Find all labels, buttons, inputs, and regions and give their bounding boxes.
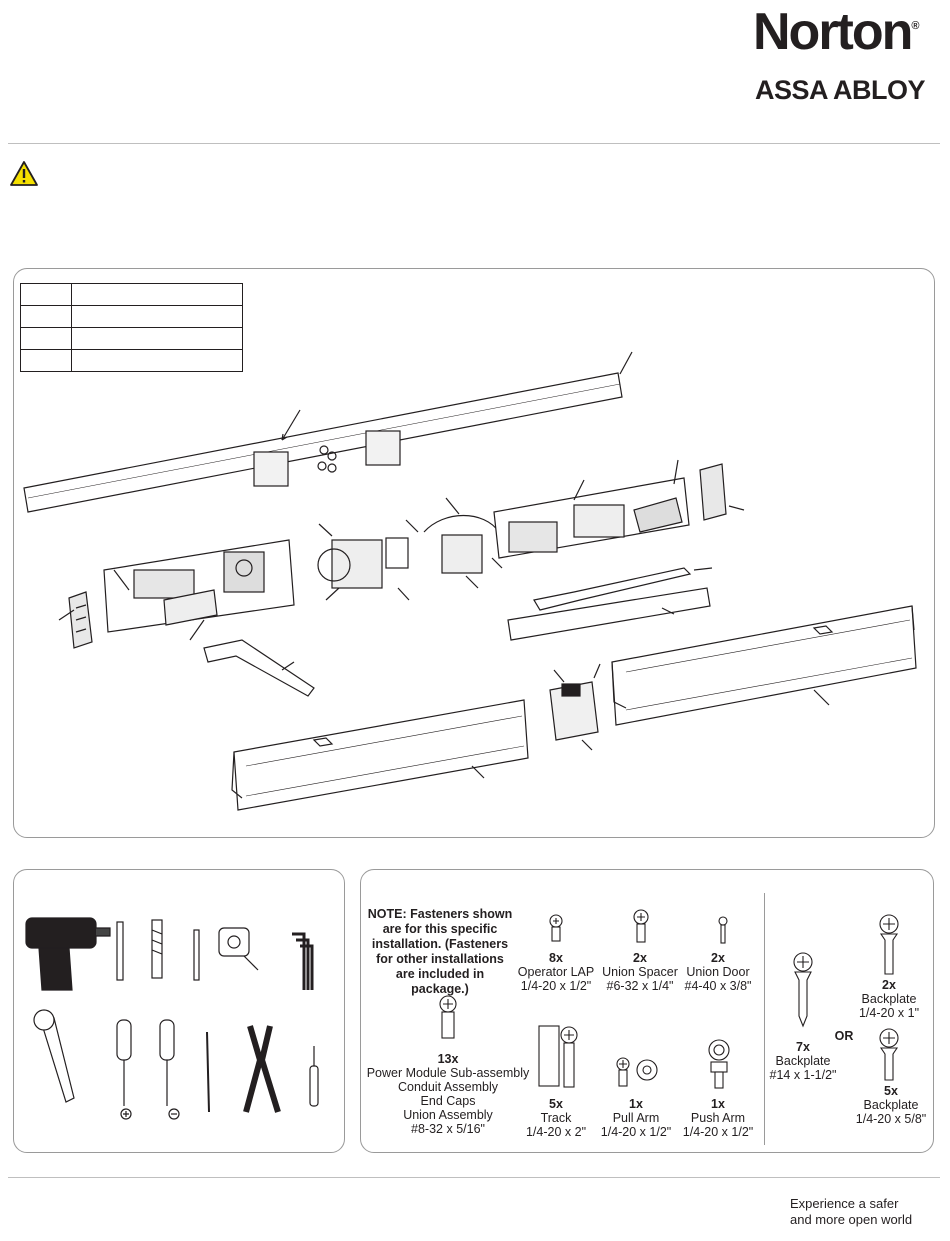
fastener-pull-arm: 1x Pull Arm 1/4-20 x 1/2" bbox=[596, 1097, 676, 1139]
track-bolt-icon bbox=[538, 1025, 578, 1088]
fasteners-note: NOTE: Fasteners shown are for this speci… bbox=[367, 907, 513, 996]
or-label: OR bbox=[834, 1029, 854, 1043]
right-operator-drawing bbox=[493, 477, 690, 559]
fastener-qty: 2x bbox=[711, 951, 725, 965]
fastener-size: #8-32 x 5/16" bbox=[411, 1122, 485, 1136]
left-end-cap-drawing bbox=[68, 591, 93, 649]
fastener-size: 1/4-20 x 1/2" bbox=[600, 1125, 672, 1139]
brand-name: Norton bbox=[753, 3, 913, 61]
screw-power-module-icon bbox=[439, 995, 457, 1039]
fastener-qty: 2x bbox=[882, 978, 896, 992]
fastener-backplate-a: 2x Backplate 1/4-20 x 1" bbox=[854, 978, 924, 1020]
assa-abloy-logo: ASSA ABLOY bbox=[755, 75, 926, 105]
track-drawing bbox=[507, 587, 711, 641]
left-cover-drawing bbox=[231, 699, 529, 811]
fastener-qty: 1x bbox=[711, 1097, 725, 1111]
fastener-size: #6-32 x 1/4" bbox=[606, 979, 674, 993]
drill-icon bbox=[25, 917, 111, 991]
awl-icon bbox=[206, 1031, 210, 1113]
fastener-size: 1/4-20 x 5/8" bbox=[855, 1112, 927, 1126]
flat-screwdriver-icon bbox=[159, 1019, 180, 1120]
registered-mark: ® bbox=[911, 20, 919, 32]
drill-bit-icon bbox=[116, 921, 124, 981]
fastener-label: Backplate bbox=[861, 992, 917, 1006]
fastener-size: 1/4-20 x 2" bbox=[525, 1125, 587, 1139]
fastener-label: Backplate bbox=[863, 1098, 919, 1112]
tap-icon bbox=[151, 919, 163, 979]
fastener-label: Power Module Sub-assembly bbox=[366, 1066, 530, 1080]
pliers-icon bbox=[243, 1025, 281, 1113]
warning-icon bbox=[10, 161, 38, 186]
fastener-qty: 2x bbox=[633, 951, 647, 965]
small-screwdriver-icon bbox=[309, 1046, 319, 1107]
fastener-power-module: 13x Power Module Sub-assembly Conduit As… bbox=[364, 1052, 532, 1136]
fastener-label: Track bbox=[540, 1111, 572, 1125]
backplate-drawing bbox=[23, 372, 623, 513]
fastener-push-arm: 1x Push Arm 1/4-20 x 1/2" bbox=[678, 1097, 758, 1139]
fastener-qty: 1x bbox=[629, 1097, 643, 1111]
header-divider bbox=[8, 143, 940, 144]
fastener-qty: 13x bbox=[437, 1052, 459, 1066]
fastener-size: #14 x 1-1/2" bbox=[769, 1068, 837, 1082]
power-module-drawing bbox=[317, 537, 409, 589]
fastener-union-spacer: 2x Union Spacer #6-32 x 1/4" bbox=[597, 951, 683, 993]
tagline-line: Experience a safer bbox=[790, 1196, 899, 1211]
fastener-qty: 8x bbox=[549, 951, 563, 965]
fastener-label: End Caps bbox=[420, 1094, 476, 1108]
fastener-backplate-b: 7x Backplate #14 x 1-1/2" bbox=[766, 1040, 840, 1082]
wrench-icon bbox=[33, 1009, 75, 1103]
fasteners-drawing bbox=[439, 909, 899, 1089]
screw-operator-lap-icon bbox=[549, 914, 563, 942]
fastener-qty: 5x bbox=[884, 1084, 898, 1098]
screw-union-spacer-icon bbox=[633, 909, 649, 943]
fastener-label: Operator LAP bbox=[517, 965, 595, 979]
pull-arm-screw-icon bbox=[616, 1057, 658, 1087]
backplate-screw-b-icon bbox=[793, 952, 813, 1028]
push-arm-bolt-icon bbox=[708, 1039, 730, 1089]
hex-keys-icon bbox=[292, 932, 314, 990]
screw-union-door-icon bbox=[718, 916, 728, 944]
fasteners-divider bbox=[764, 893, 765, 1145]
fastener-label: Conduit Assembly bbox=[397, 1080, 499, 1094]
fastener-qty: 5x bbox=[549, 1097, 563, 1111]
backplate-screw-a-icon bbox=[879, 914, 899, 975]
right-cover-drawing bbox=[611, 605, 917, 726]
fastener-label: Union Assembly bbox=[403, 1108, 493, 1122]
fastener-label: Union Door bbox=[686, 965, 750, 979]
fastener-label: Backplate bbox=[775, 1054, 831, 1068]
union-module-drawing bbox=[423, 514, 500, 574]
tools-drawing bbox=[25, 917, 319, 1120]
fastener-label: Union Spacer bbox=[602, 965, 678, 979]
fastener-union-door: 2x Union Door #4-40 x 3/8" bbox=[680, 951, 756, 993]
tools-panel bbox=[13, 869, 345, 1153]
fastener-label: Pull Arm bbox=[612, 1111, 660, 1125]
backplate-screw-c-icon bbox=[879, 1028, 899, 1081]
exploded-diagram bbox=[23, 351, 917, 811]
fastener-size: #4-40 x 3/8" bbox=[684, 979, 752, 993]
footer-tagline: Experience a safer and more open world bbox=[790, 1196, 943, 1228]
fastener-size: 1/4-20 x 1" bbox=[858, 1006, 920, 1020]
fastener-label: Push Arm bbox=[690, 1111, 746, 1125]
fastener-size: 1/4-20 x 1/2" bbox=[682, 1125, 754, 1139]
pull-arm-drawing bbox=[533, 567, 692, 611]
fastener-qty: 7x bbox=[796, 1040, 810, 1054]
tape-measure-icon bbox=[218, 927, 259, 971]
fastener-track: 5x Track 1/4-20 x 2" bbox=[520, 1097, 592, 1139]
push-arm-drawing bbox=[203, 639, 315, 697]
drill-bit-small-icon bbox=[193, 929, 200, 981]
fastener-size: 1/4-20 x 1/2" bbox=[520, 979, 592, 993]
footer-divider bbox=[8, 1177, 940, 1178]
fastener-operator-lap: 8x Operator LAP 1/4-20 x 1/2" bbox=[512, 951, 600, 993]
norton-logo: Norton® bbox=[753, 2, 920, 62]
left-operator-drawing bbox=[103, 539, 295, 633]
fastener-backplate-c: 5x Backplate 1/4-20 x 5/8" bbox=[852, 1084, 930, 1126]
legend-table bbox=[20, 283, 243, 372]
phillips-screwdriver-icon bbox=[116, 1019, 132, 1120]
tagline-line: and more open world bbox=[790, 1212, 913, 1227]
legend-row bbox=[20, 349, 243, 372]
right-end-cap-drawing bbox=[699, 463, 727, 521]
